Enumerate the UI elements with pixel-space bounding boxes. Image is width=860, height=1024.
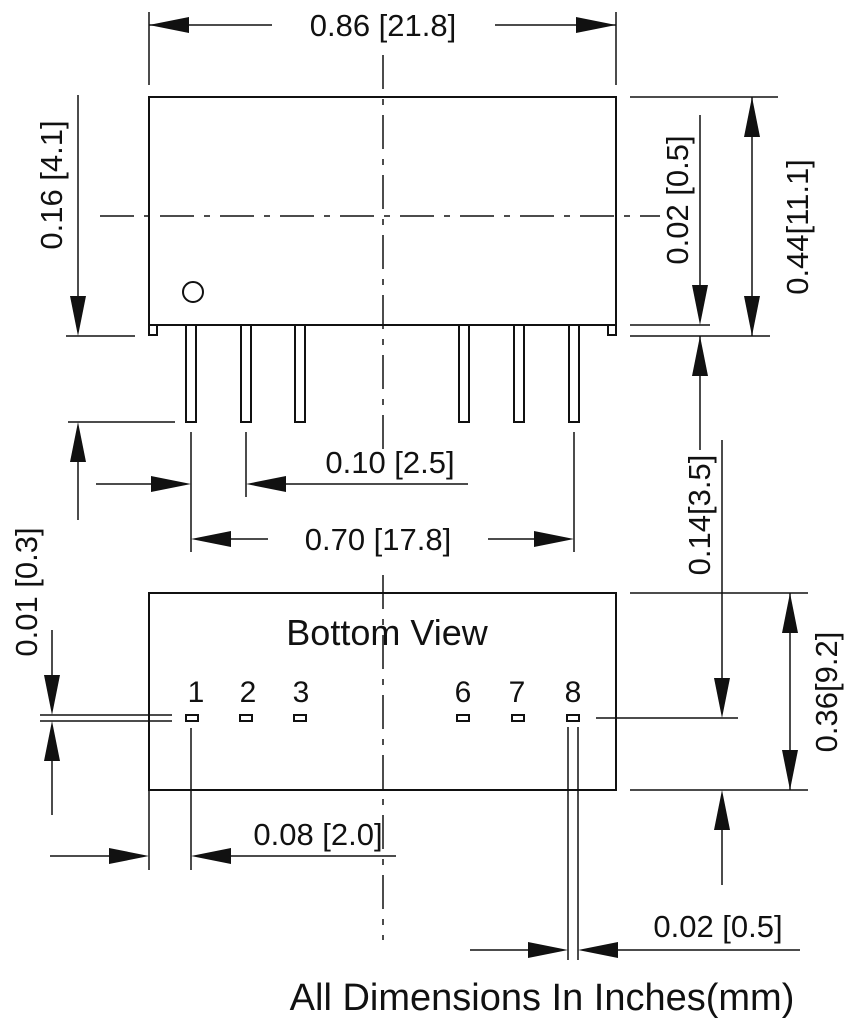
arrow-right-icon (109, 848, 149, 864)
body-height-label: 0.16 [4.1] (34, 120, 69, 249)
dim-pin-pitch: 0.10 [2.5] (96, 432, 468, 552)
arrow-up-icon (692, 336, 708, 376)
pin-number: 8 (565, 676, 582, 709)
arrow-left-icon (246, 476, 286, 492)
pin-thickness-label: 0.01 [0.3] (9, 527, 44, 656)
side-view (100, 55, 660, 450)
arrow-up-icon (70, 422, 86, 462)
dim-overall-length: 0.86 [21.8] (148, 8, 617, 85)
overall-length-label: 0.86 [21.8] (310, 8, 457, 43)
arrow-down-icon (692, 285, 708, 325)
pin-pads (185, 714, 580, 722)
dim-bottom-width: 0.36[9.2] (596, 592, 844, 885)
pin-number: 3 (293, 676, 310, 709)
pin-pitch-label: 0.10 [2.5] (325, 445, 454, 480)
overall-height-label: 0.44[11.1] (780, 159, 815, 295)
side-pin (568, 324, 580, 423)
arrow-left-icon (149, 17, 189, 33)
dim-body-height: 0.16 [4.1] (34, 95, 135, 337)
arrow-left-icon (191, 531, 231, 547)
side-pins (185, 324, 580, 423)
side-pin (458, 324, 470, 423)
arrow-right-icon (576, 17, 616, 33)
arrow-up-icon (744, 97, 760, 137)
bottom-view-title: Bottom View (286, 612, 488, 653)
pin-pad (239, 714, 253, 722)
dim-pin-width: 0.02 [0.5] (470, 727, 800, 960)
pin-pad (185, 714, 199, 722)
arrow-down-icon (714, 678, 730, 718)
arrow-up-icon (714, 790, 730, 830)
arrow-right-icon (528, 942, 568, 958)
pin-offset-label: 0.08 [2.0] (253, 817, 382, 852)
side-pin (513, 324, 525, 423)
pin-pad (293, 714, 307, 722)
arrow-left-icon (191, 848, 231, 864)
arrow-up-icon (44, 721, 60, 761)
arrow-down-icon (744, 296, 760, 336)
pin-number: 7 (509, 676, 526, 709)
pin-pad (511, 714, 525, 722)
dim-overall-height: 0.44[11.1] (630, 96, 815, 336)
pin-number: 2 (240, 676, 257, 709)
standoff-label: 0.02 [0.5] (660, 135, 695, 264)
standoff-right (607, 324, 617, 336)
pin1-marker-icon (182, 281, 204, 303)
pin-length-label: 0.14[3.5] (682, 455, 717, 576)
pin-width-label: 0.02 [0.5] (653, 909, 782, 944)
pin-number: 6 (455, 676, 472, 709)
pin-number: 1 (188, 676, 205, 709)
side-pin (185, 324, 197, 423)
bottom-view: Bottom View 1 2 3 6 7 8 (148, 575, 617, 940)
pin-numbers: 1 2 3 6 7 8 (188, 676, 582, 709)
units-note: All Dimensions In Inches(mm) (290, 977, 795, 1019)
arrow-down-icon (70, 296, 86, 336)
dim-pin-thickness: 0.01 [0.3] (9, 527, 172, 815)
side-pin (240, 324, 252, 423)
pin-pad (566, 714, 580, 722)
arrow-right-icon (151, 476, 191, 492)
pin-span-label: 0.70 [17.8] (305, 522, 452, 557)
dim-pin-offset: 0.08 [2.0] (50, 728, 396, 870)
arrow-left-icon (578, 942, 618, 958)
arrow-down-icon (782, 750, 798, 790)
standoff-left (148, 324, 158, 336)
bottom-width-label: 0.36[9.2] (809, 632, 844, 753)
arrow-up-icon (782, 593, 798, 633)
dim-pin-length: 0.14[3.5] (68, 421, 730, 718)
arrow-down-icon (44, 675, 60, 715)
pin-pad (456, 714, 470, 722)
arrow-right-icon (534, 531, 574, 547)
dim-standoff: 0.02 [0.5] (630, 115, 770, 450)
side-pin (294, 324, 306, 423)
dim-pin-span: 0.70 [17.8] (191, 432, 575, 557)
